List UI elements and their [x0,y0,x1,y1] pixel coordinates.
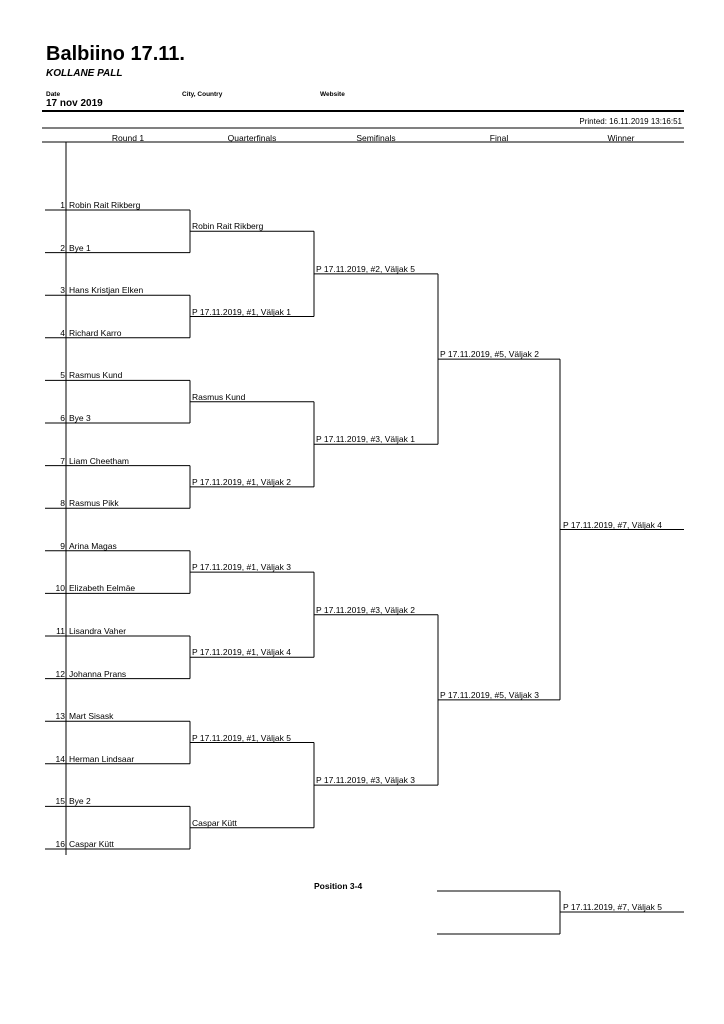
seed-number: 16 [55,839,65,849]
semifinal-match: P 17.11.2019, #3, Väljak 3 [316,775,415,786]
seed-number: 15 [55,796,65,807]
player-name: Rasmus Pikk [69,498,119,509]
player-name: Bye 3 [69,413,91,423]
tournament-title: Balbiino 17.11. [46,43,185,65]
player-name: Herman Lindsaar [69,753,135,764]
quarterfinal-match: P 17.11.2019, #1, Väljak 3 [192,562,291,573]
position-3-4-match: P 17.11.2019, #7, Väljak 5 [563,902,662,912]
quarterfinal-match: P 17.11.2019, #1, Väljak 1 [192,306,291,317]
seed-number: 2 [60,242,65,253]
quarterfinal-match: Caspar Kütt [192,817,237,828]
date-label: Date [46,91,61,98]
seed-number: 10 [55,583,65,594]
round-header-winner: Winner [607,133,635,143]
semifinal-match: P 17.11.2019, #3, Väljak 2 [316,604,415,615]
seed-number: 4 [60,327,65,338]
seed-number: 1 [60,200,65,210]
round-header-quarterfinals: Quarterfinals [227,133,277,143]
seed-number: 3 [60,285,65,296]
player-name: Robin Rait Rikberg [69,200,141,210]
semifinal-match: P 17.11.2019, #3, Väljak 1 [316,434,415,445]
final-match: P 17.11.2019, #5, Väljak 2 [440,349,539,360]
tournament-subtitle: KOLLANE PALL [46,68,123,79]
seed-number: 13 [55,711,65,722]
date-value: 17 nov 2019 [46,98,103,109]
round-header-round1: Round 1 [111,133,145,143]
seed-number: 5 [60,370,65,381]
player-name: Rasmus Kund [69,370,123,381]
quarterfinal-match: P 17.11.2019, #1, Väljak 5 [192,732,291,743]
player-name: Bye 1 [69,242,91,253]
seed-number: 8 [60,498,65,509]
seed-number: 7 [60,455,65,466]
quarterfinal-match: P 17.11.2019, #1, Väljak 4 [192,647,291,658]
round-header-final: Final [489,133,509,143]
round-header-semifinals: Semifinals [356,133,396,143]
player-name: Caspar Kütt [69,839,114,849]
seed-number: 11 [56,626,65,636]
player-name: Arina Magas [69,540,117,551]
player-name: Richard Karro [69,327,122,338]
player-name: Hans Kristjan Elken [69,285,144,296]
player-name: Bye 2 [69,796,91,807]
final-match: P 17.11.2019, #5, Väljak 3 [440,689,539,700]
printed-timestamp: Printed: 16.11.2019 13:16:51 [579,117,682,126]
quarterfinal-match: P 17.11.2019, #1, Väljak 2 [192,476,291,487]
city-label: City, Country [182,91,223,98]
player-name: Mart Sisask [69,711,114,722]
player-name: Liam Cheetham [69,455,130,466]
seed-number: 14 [55,753,65,764]
seed-number: 12 [55,668,65,679]
seed-number: 6 [60,413,65,423]
player-name: Elizabeth Eelmäe [69,583,136,594]
seed-number: 9 [60,540,65,551]
position-3-4-label: Position 3-4 [314,881,363,891]
winner-match: P 17.11.2019, #7, Väljak 4 [563,519,662,530]
quarterfinal-match: Robin Rait Rikberg [192,221,264,232]
website-label: Website [320,91,345,98]
player-name: Lisandra Vaher [69,626,127,636]
semifinal-match: P 17.11.2019, #2, Väljak 5 [316,263,415,274]
player-name: Johanna Prans [69,668,127,679]
quarterfinal-match: Rasmus Kund [192,391,246,402]
